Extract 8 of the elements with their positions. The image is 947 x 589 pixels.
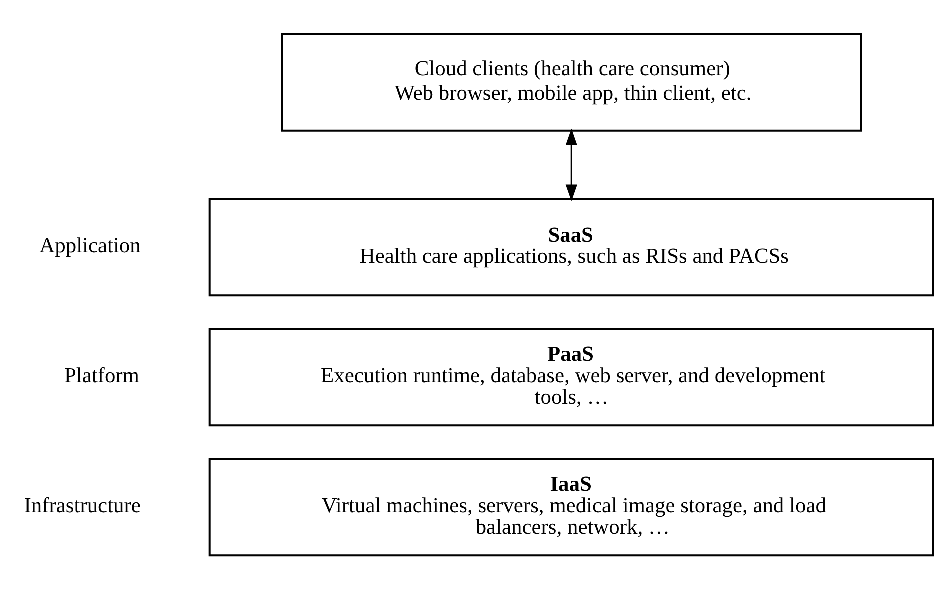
arrow [566, 128, 578, 201]
node-box: IaaS Virtual machines, servers, medical image storage, and load balancers, network, … [208, 458, 934, 556]
node-box: PaaS Execution runtime, database, web server, and development tools, … [208, 328, 934, 426]
node-label: Application [40, 233, 141, 258]
node-box: SaaS Health care applications, such as RISs and PACSs [208, 198, 934, 296]
node-label: Platform [64, 363, 140, 388]
node-box: Cloud clients (health care consumer) Web browser, mobile app, thin client, etc. [281, 32, 862, 132]
node-label: Infrastructure [24, 492, 141, 517]
